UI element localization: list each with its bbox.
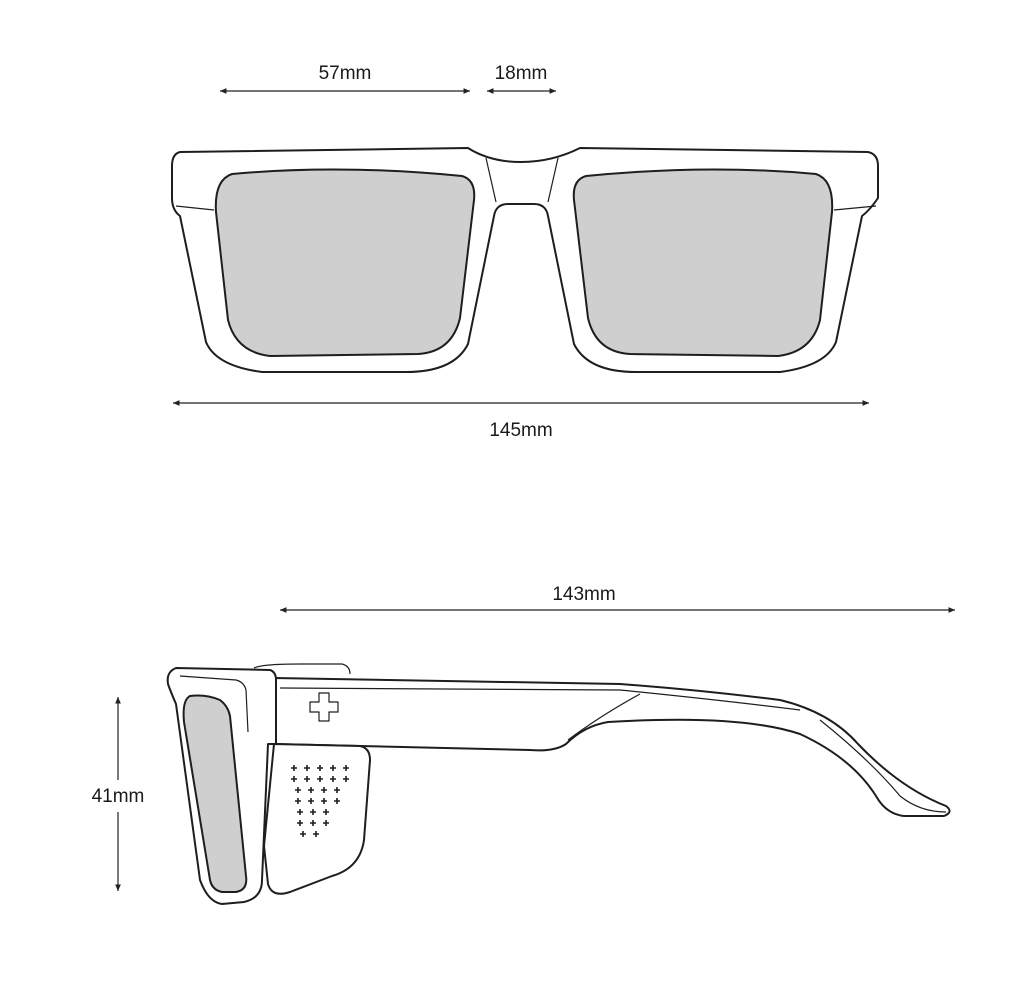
lens-width-label: 57mm xyxy=(319,63,372,84)
vent-plus-mark xyxy=(295,798,301,804)
vent-plus-mark xyxy=(297,820,303,826)
vent-plus-mark xyxy=(323,820,329,826)
vent-plus-mark xyxy=(295,787,301,793)
temple-length-dimension: 143mm xyxy=(280,584,955,613)
vent-plus-mark xyxy=(308,787,314,793)
plus-cross-logo-icon xyxy=(309,692,339,722)
vent-plus-mark xyxy=(297,809,303,815)
bridge-width-dimension: 18mm xyxy=(487,63,556,94)
vent-plus-mark xyxy=(310,820,316,826)
hinge-cap xyxy=(253,663,351,675)
vent-plus-mark xyxy=(323,809,329,815)
bridge-detail-left xyxy=(485,157,497,203)
temple-arm xyxy=(273,677,951,817)
side-shield xyxy=(263,743,371,895)
lens-height-dimension: 41mm xyxy=(92,697,145,891)
vent-plus-mark xyxy=(291,776,297,782)
brow-line-left xyxy=(175,205,215,211)
temple-length-label: 143mm xyxy=(552,584,615,605)
temple-ridge xyxy=(279,687,801,711)
vent-plus-mark xyxy=(308,798,314,804)
vent-plus-mark xyxy=(291,765,297,771)
brow-line-right xyxy=(833,205,877,211)
vent-plus-mark xyxy=(334,787,340,793)
plus-pattern-vent-icon xyxy=(291,765,349,837)
vent-plus-mark xyxy=(313,831,319,837)
vent-plus-mark xyxy=(334,798,340,804)
vent-plus-mark xyxy=(330,776,336,782)
side-lens xyxy=(182,694,248,893)
front-lens-left xyxy=(214,168,476,357)
vent-plus-mark xyxy=(304,776,310,782)
front-view: 57mm 18mm 145mm xyxy=(171,63,879,441)
vent-plus-mark xyxy=(343,765,349,771)
lens-width-dimension: 57mm xyxy=(220,63,470,94)
vent-plus-mark xyxy=(317,776,323,782)
bridge-detail-right xyxy=(547,157,559,203)
vent-plus-mark xyxy=(310,809,316,815)
vent-plus-mark xyxy=(321,798,327,804)
vent-plus-mark xyxy=(330,765,336,771)
bridge-width-label: 18mm xyxy=(495,63,548,84)
vent-plus-mark xyxy=(343,776,349,782)
side-view: 143mm 41mm xyxy=(92,584,955,905)
front-lens-right xyxy=(572,168,834,357)
lens-height-label: 41mm xyxy=(92,786,145,807)
frame-front-edge xyxy=(179,675,249,733)
vent-plus-mark xyxy=(321,787,327,793)
vent-plus-mark xyxy=(304,765,310,771)
temple-facet xyxy=(567,693,641,741)
vent-plus-mark xyxy=(317,765,323,771)
vent-plus-mark xyxy=(300,831,306,837)
temple-tip-line xyxy=(819,719,947,813)
frame-width-label: 145mm xyxy=(489,420,552,441)
frame-width-dimension: 145mm xyxy=(173,400,869,441)
